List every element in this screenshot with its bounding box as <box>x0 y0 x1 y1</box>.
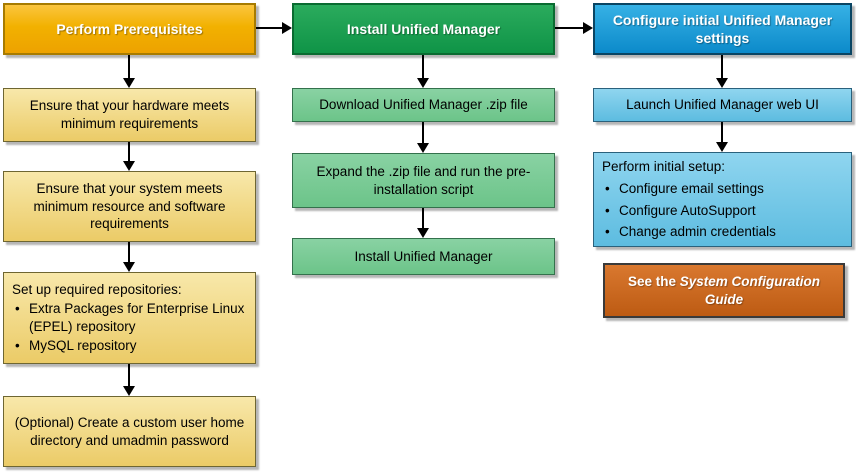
step-install-unified-manager: Install Unified Manager <box>292 238 555 275</box>
note-text: See the System Configuration Guide <box>615 273 833 309</box>
step-initial-setup: Perform initial setup: Configure email s… <box>593 152 852 247</box>
header-install-unified-manager: Install Unified Manager <box>292 3 555 55</box>
header-configure-initial-settings: Configure initial Unified Manager settin… <box>593 3 852 55</box>
down-arrow <box>123 55 135 88</box>
down-arrow <box>123 142 135 171</box>
step-download-zip: Download Unified Manager .zip file <box>292 88 555 122</box>
right-arrow <box>256 22 292 34</box>
down-arrow <box>417 55 429 88</box>
down-arrow <box>123 242 135 272</box>
step-system-requirements: Ensure that your system meets minimum re… <box>3 171 256 242</box>
bullet-item: MySQL repository <box>12 337 247 355</box>
right-arrow <box>555 22 593 34</box>
setup-bullet-list: Configure email settings Configure AutoS… <box>602 176 776 241</box>
step-intro: Set up required repositories: <box>12 282 182 298</box>
bullet-item: Change admin credentials <box>602 223 776 241</box>
note-prefix: See the <box>627 273 680 289</box>
down-arrow <box>417 208 429 238</box>
repositories-bullet-list: Extra Packages for Enterprise Linux (EPE… <box>12 299 247 354</box>
step-setup-repositories: Set up required repositories: Extra Pack… <box>3 272 256 364</box>
down-arrow <box>716 55 728 88</box>
bullet-item: Configure AutoSupport <box>602 202 776 220</box>
note-guide-title: System Configuration Guide <box>679 273 821 307</box>
note-system-configuration-guide: See the System Configuration Guide <box>603 263 845 318</box>
down-arrow <box>123 364 135 396</box>
step-optional-custom-user: (Optional) Create a custom user home dir… <box>3 396 256 467</box>
header-perform-prerequisites: Perform Prerequisites <box>3 3 256 55</box>
bullet-item: Configure email settings <box>602 180 776 198</box>
step-hardware-requirements: Ensure that your hardware meets minimum … <box>3 88 256 142</box>
step-expand-zip: Expand the .zip file and run the pre-ins… <box>292 153 555 208</box>
bullet-item: Extra Packages for Enterprise Linux (EPE… <box>12 300 247 336</box>
down-arrow <box>417 122 429 153</box>
step-intro: Perform initial setup: <box>602 158 726 174</box>
step-launch-web-ui: Launch Unified Manager web UI <box>593 88 852 122</box>
down-arrow <box>716 122 728 152</box>
